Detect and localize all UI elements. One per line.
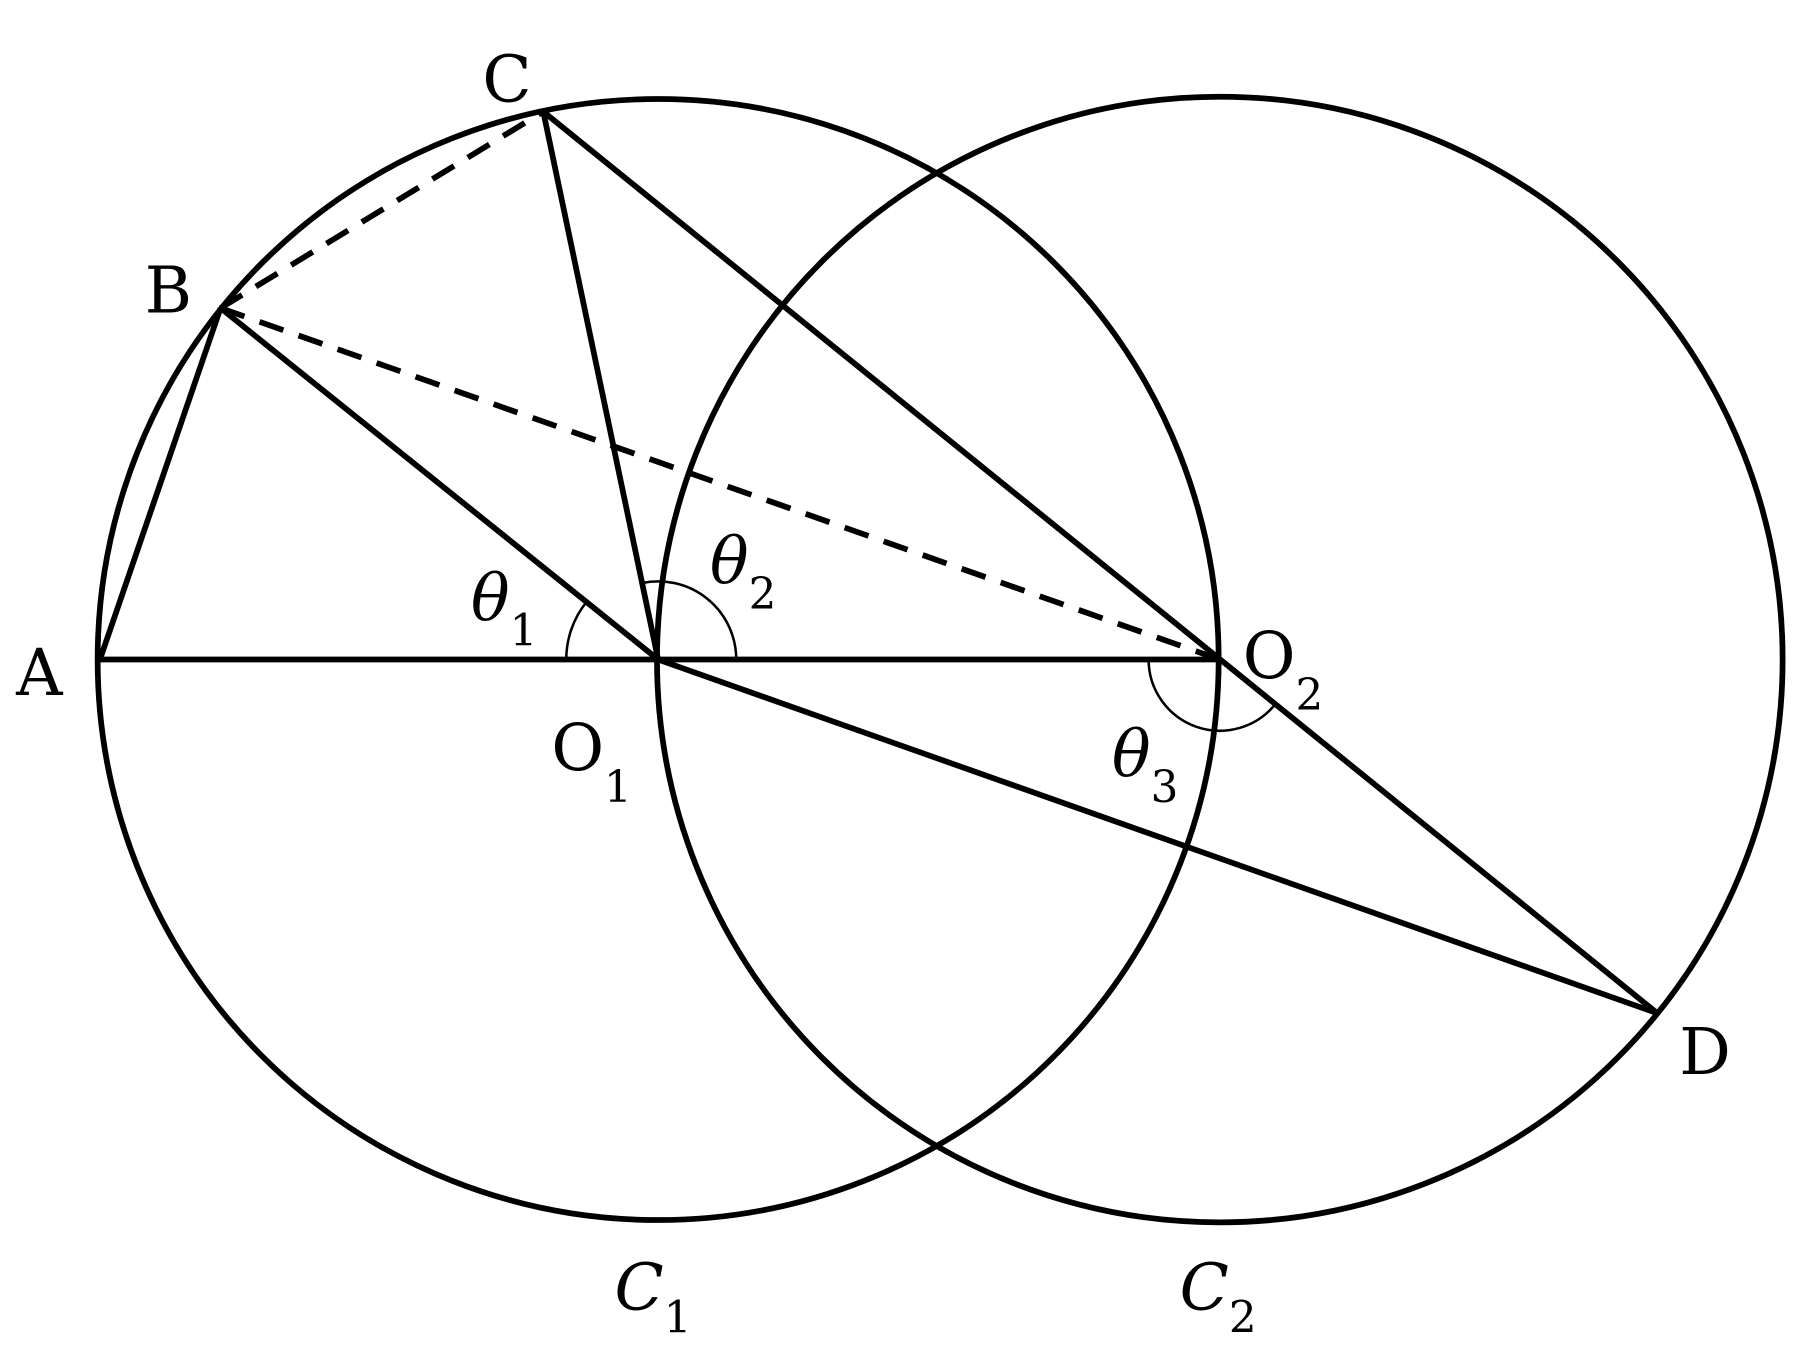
segment-c-o1: [540, 111, 661, 661]
label-o2: O2: [1243, 619, 1324, 721]
angle-arc-theta1: [564, 601, 588, 660]
label-theta3: θ3: [1112, 718, 1179, 813]
label-b: B: [145, 254, 192, 329]
angle-arc-theta3: [1147, 659, 1277, 733]
segment-c-d: [541, 109, 1660, 1016]
label-circle-c1: C1: [614, 1251, 691, 1344]
dashed-segment-b-o2: [219, 305, 1221, 663]
label-d: D: [1679, 1015, 1731, 1090]
label-a: A: [15, 636, 64, 711]
segment-a-b: [97, 307, 224, 661]
segment-o1-d: [657, 656, 1659, 1017]
angle-arc-theta2: [641, 580, 738, 660]
label-theta1: θ1: [471, 561, 538, 656]
label-o1: O1: [551, 711, 632, 813]
segment-b-o1: [218, 305, 660, 662]
label-c: C: [482, 42, 531, 117]
label-circle-c2: C2: [1180, 1251, 1257, 1344]
label-theta2: θ2: [710, 525, 777, 620]
dashed-segment-b-c: [219, 109, 545, 311]
